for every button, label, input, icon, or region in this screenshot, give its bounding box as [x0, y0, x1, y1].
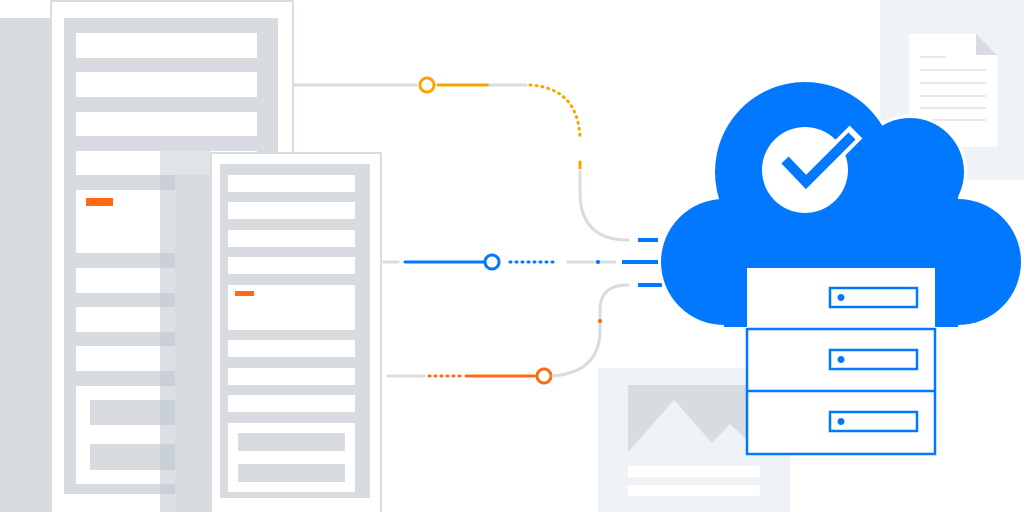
connector-middle — [382, 253, 658, 271]
server-stack-icon — [745, 268, 937, 456]
image-card — [598, 368, 790, 512]
checkmark-icon — [762, 125, 863, 213]
small-form — [210, 152, 382, 512]
back-panel — [0, 18, 50, 512]
server-slot — [828, 286, 919, 309]
server-slot — [828, 348, 919, 371]
image-placeholder-icon — [628, 385, 760, 452]
error-marker — [86, 198, 113, 206]
error-marker — [235, 291, 254, 296]
server-slot — [828, 410, 919, 433]
connector-top — [292, 76, 658, 242]
status-led — [837, 356, 845, 363]
status-led — [837, 294, 845, 301]
status-led — [837, 418, 845, 425]
connector-bottom — [386, 283, 662, 385]
